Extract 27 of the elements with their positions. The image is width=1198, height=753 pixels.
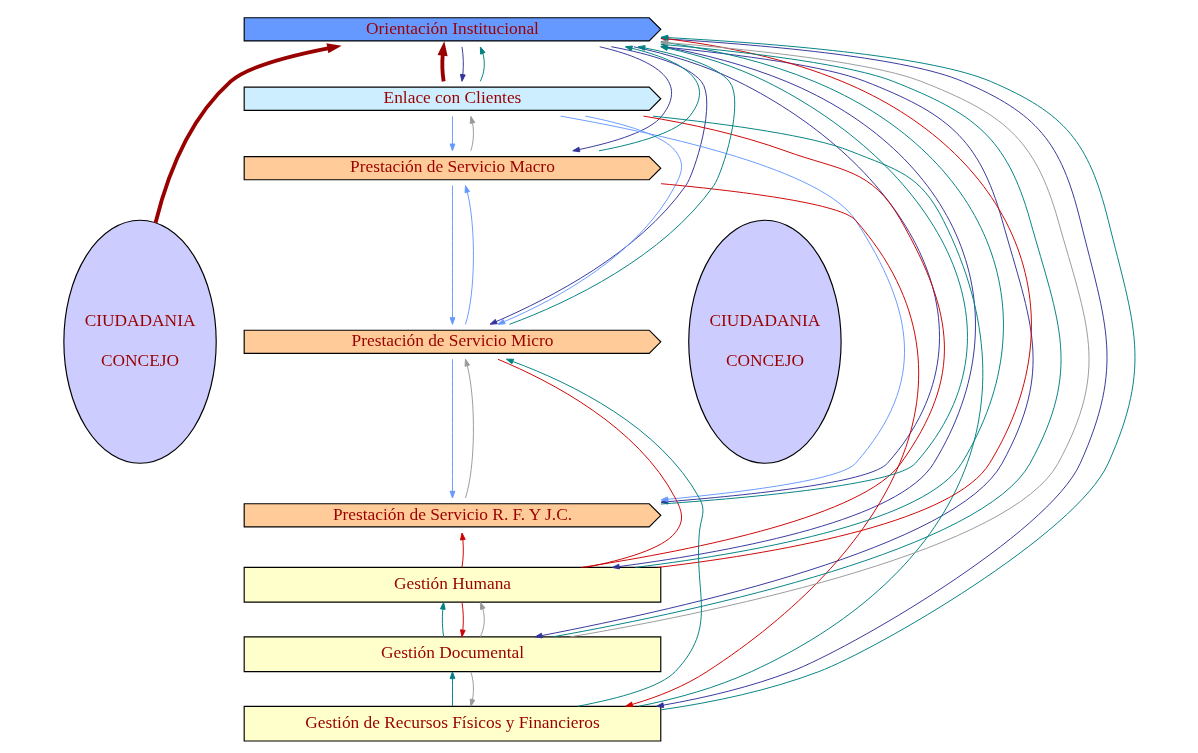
arrow	[449, 358, 455, 499]
arrow	[459, 46, 466, 82]
arrow	[624, 183, 919, 708]
arrow	[449, 671, 455, 707]
arrow	[464, 358, 474, 499]
connector	[497, 358, 682, 568]
arrow	[459, 601, 466, 638]
arrow	[437, 41, 448, 82]
arrow	[479, 601, 485, 638]
arrow	[479, 46, 485, 82]
node-box: Gestión Humana	[243, 566, 661, 603]
arrow	[449, 115, 455, 152]
node-ellipse: CIUDADANIA CONCEJO	[62, 219, 217, 464]
arrow	[449, 185, 455, 325]
arrow	[153, 43, 342, 224]
arrow	[469, 671, 475, 707]
arrow	[469, 115, 475, 152]
arrow	[439, 601, 446, 638]
node-box: Gestión Documental	[243, 636, 661, 673]
arrow	[459, 532, 466, 568]
arrow	[497, 115, 682, 325]
arrow	[505, 358, 703, 707]
arrow	[464, 185, 474, 325]
node-box: Gestión de Recursos Físicos y Financieros	[243, 705, 661, 742]
connector	[637, 115, 983, 707]
node-ellipse: CIUDADANIA CONCEJO	[687, 219, 842, 464]
connector	[580, 115, 945, 568]
